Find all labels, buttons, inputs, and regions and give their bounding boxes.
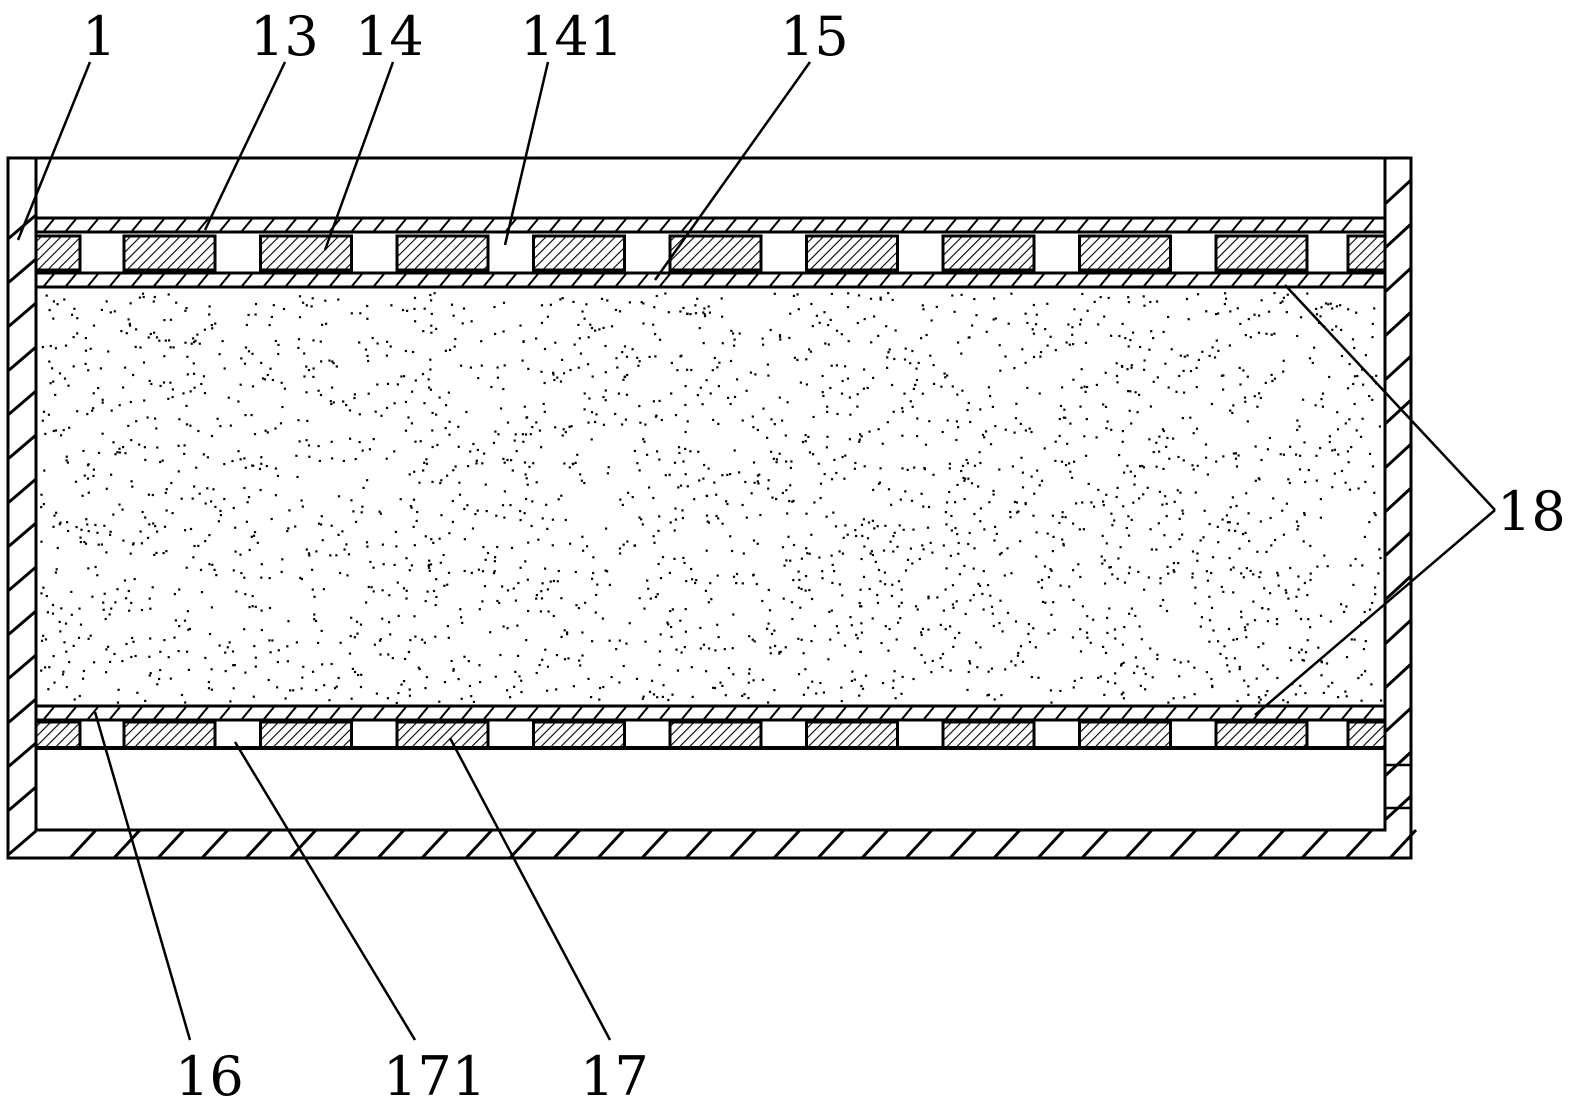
top-blocks-14 [34, 234, 1387, 272]
top-blocks-14-block [1346, 234, 1387, 272]
label-18: 18 [1497, 480, 1566, 543]
speckled-core [40, 292, 1383, 705]
top-plate-15 [34, 271, 1387, 289]
top-plate-13 [34, 216, 1387, 234]
label-171: 171 [383, 1045, 486, 1108]
bottom-blocks-17-block [122, 720, 217, 750]
top-blocks-14-block [668, 234, 763, 272]
top-blocks-14-block [941, 234, 1036, 272]
bottom-blocks-17-block [532, 720, 626, 750]
bottom-blocks-17-block [1214, 720, 1309, 750]
label-141: 141 [520, 5, 623, 68]
label-17: 17 [580, 1045, 649, 1108]
leader-lines [16, 61, 1496, 1041]
bottom-plate-16 [34, 704, 1387, 722]
top-blocks-14-block [122, 234, 217, 272]
bottom-blocks-17-block [259, 720, 353, 750]
bottom-blocks-17-block [1078, 720, 1172, 750]
label-14: 14 [355, 5, 424, 68]
bottom-blocks-17-block [34, 720, 82, 750]
top-blocks-14-block [532, 234, 626, 272]
label-16: 16 [175, 1045, 244, 1108]
top-blocks-14-block [34, 234, 82, 272]
bottom-blocks-17 [34, 720, 1387, 750]
top-blocks-14-block [805, 234, 899, 272]
bottom-blocks-17-block [395, 720, 490, 750]
bottom-blocks-17-block [1346, 720, 1387, 750]
label-1: 1 [82, 5, 116, 68]
label-15: 15 [780, 5, 849, 68]
top-blocks-14-block [1078, 234, 1172, 272]
bottom-blocks-17-block [805, 720, 899, 750]
label-13: 13 [250, 5, 319, 68]
top-blocks-14-block [259, 234, 353, 272]
top-blocks-14-block [395, 234, 490, 272]
bottom-blocks-17-block [668, 720, 763, 750]
housing-1 [6, 156, 1418, 860]
callout-labels: 1 13 14 141 15 18 16 171 17 [82, 5, 1566, 1108]
top-blocks-14-block [1214, 234, 1309, 272]
bottom-blocks-17-block [941, 720, 1036, 750]
